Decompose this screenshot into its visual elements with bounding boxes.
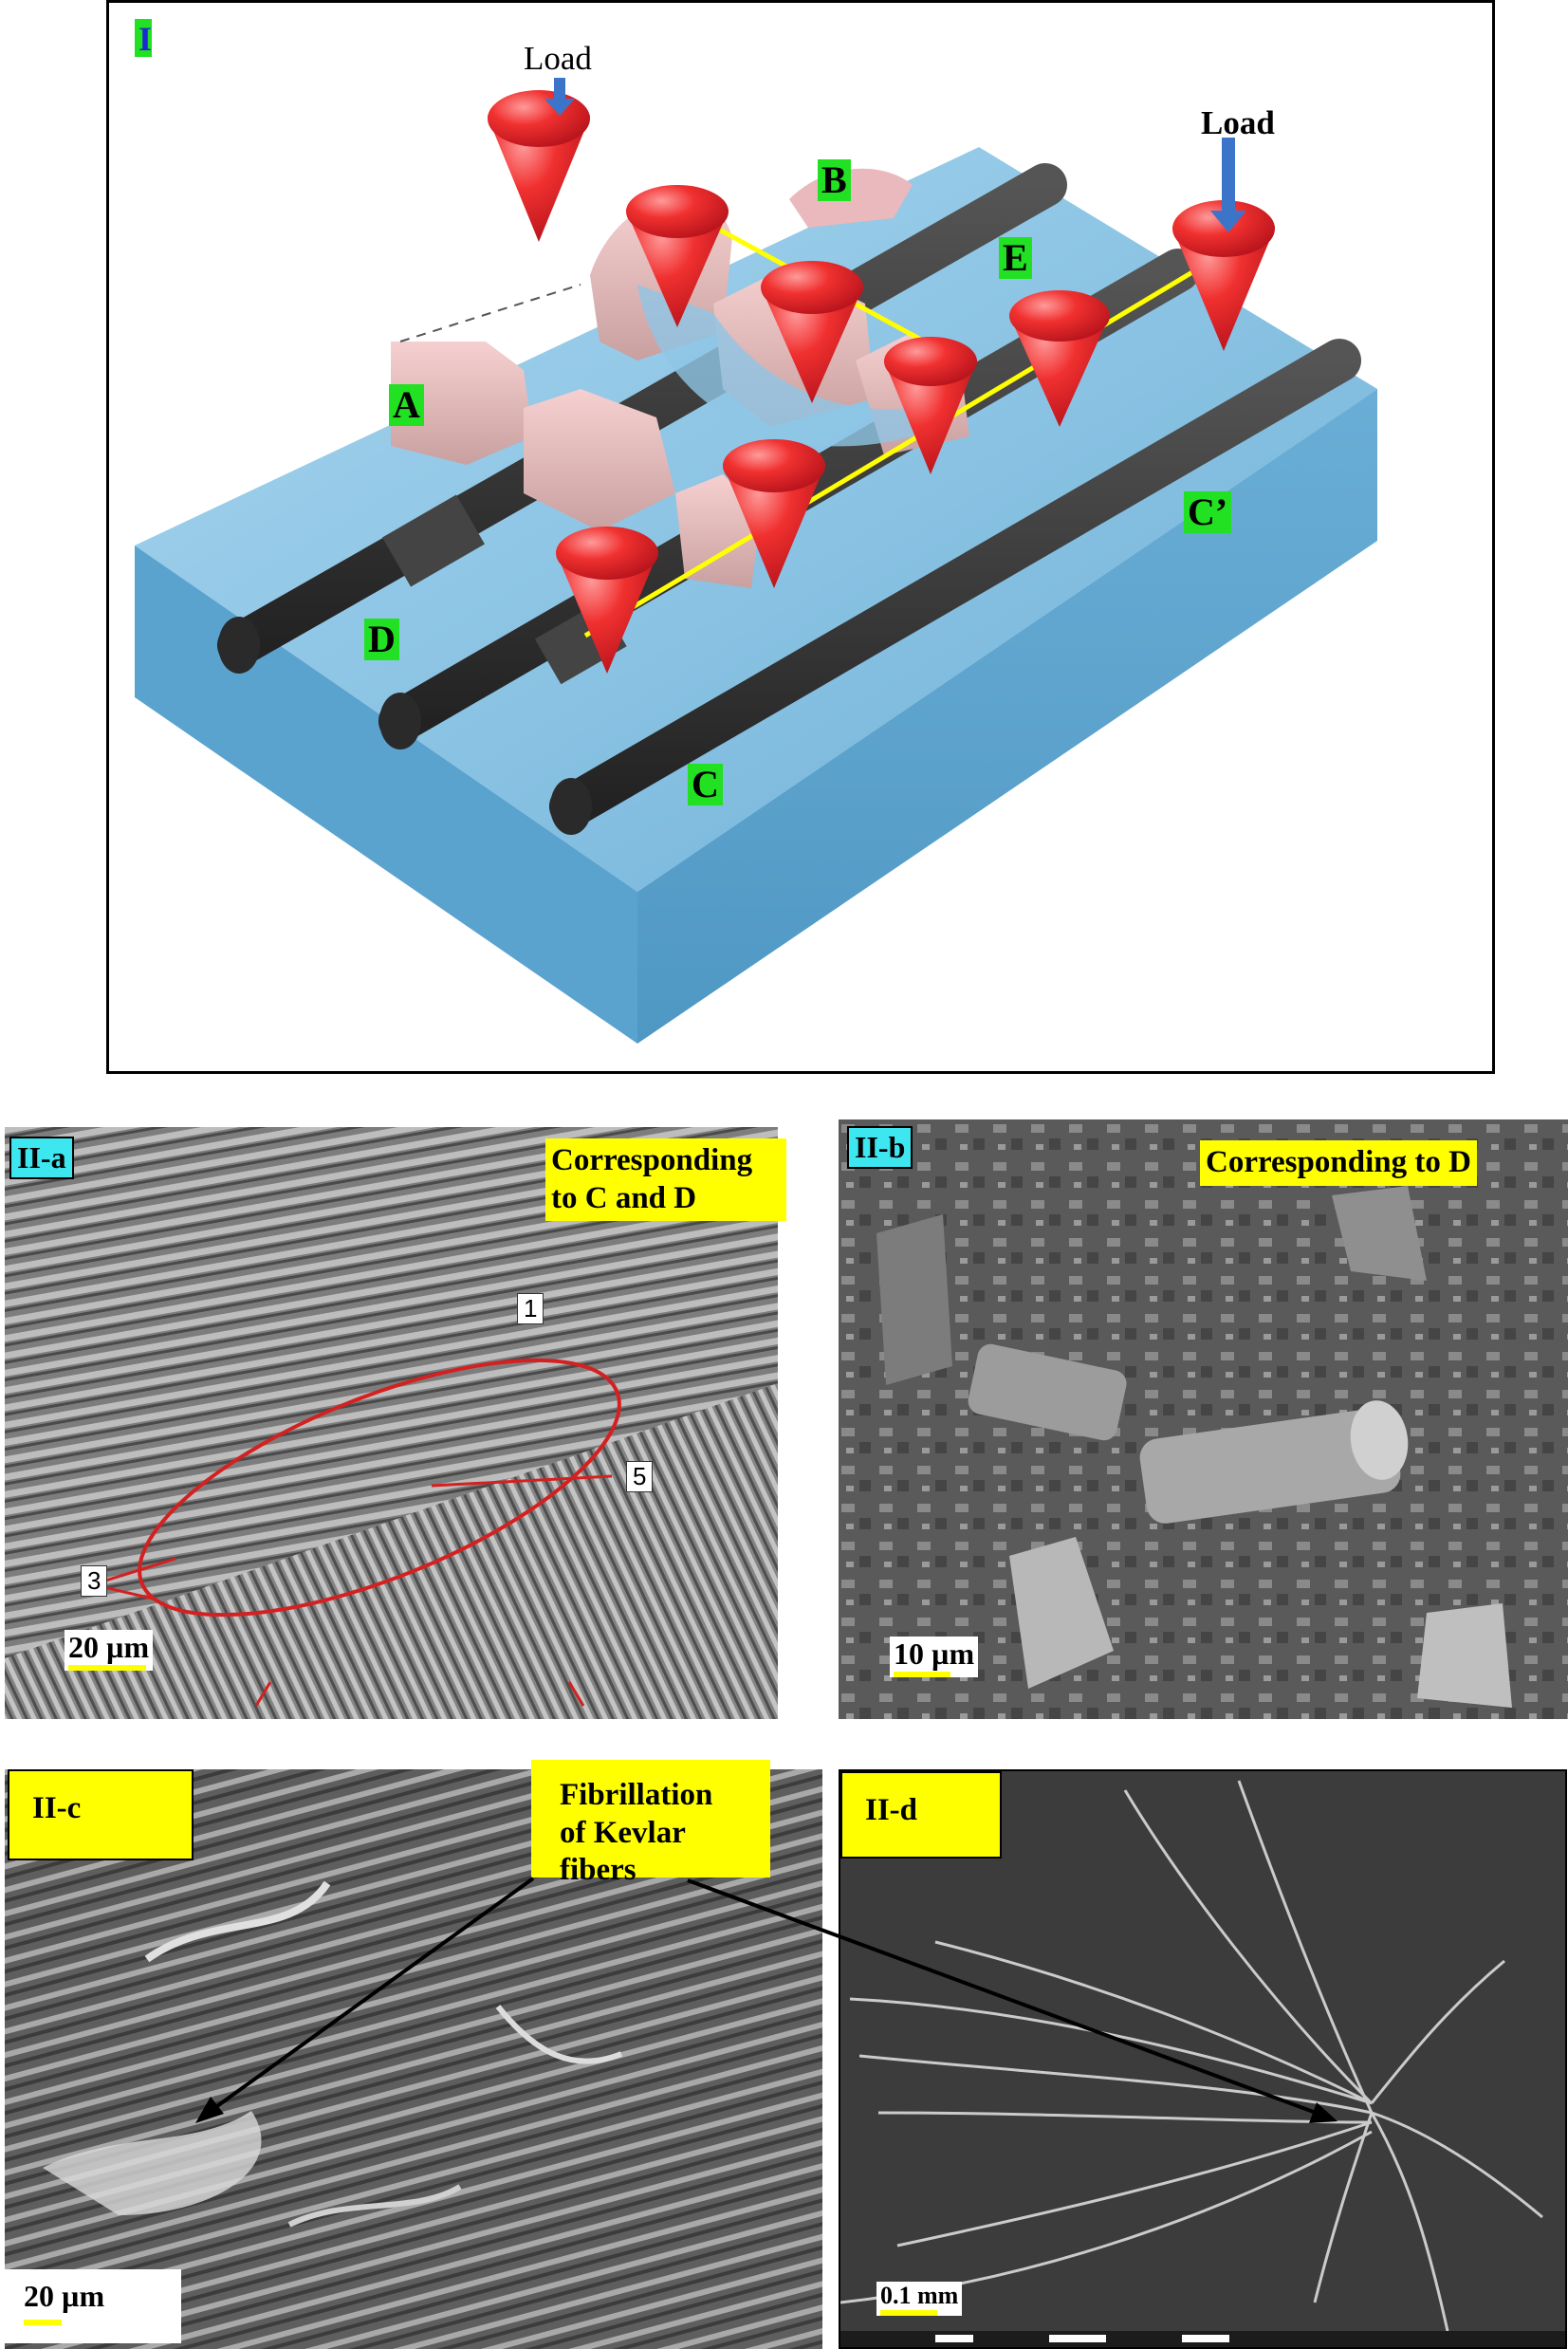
matrix-front-face [135,546,637,1044]
sem-image-IIa [5,1127,778,1719]
annotation-number-5: 5 [626,1461,654,1492]
scale-text-IId: 0.1 mm [880,2282,959,2309]
scale-line-IIb [894,1672,950,1677]
scale-line-IIc [24,2320,62,2325]
fibrillation-callout: Fibrillation of Kevlar fibers [531,1760,770,1887]
load-label-left: Load [524,40,592,77]
panel-IIc-label: II-c [8,1769,194,1860]
marker-C-prime: C’ [1184,491,1232,533]
marker-D: D [364,619,399,660]
panel-IId-label: II-d [840,1771,1002,1859]
marker-C: C [688,764,723,805]
scale-text-IIc: 20 µm [24,2279,105,2313]
panel-IIb-label: II-b [847,1126,913,1169]
panel-IIa-label: II-a [9,1137,74,1179]
scale-line-IId [880,2310,937,2316]
annotation-number-1: 1 [517,1293,544,1324]
matrix-side-face [637,389,1377,1044]
panel-IIa-caption: Corresponding to C and D [545,1138,786,1222]
scale-bar-IId: 0.1 mm [876,2282,963,2316]
marker-E: E [999,237,1032,279]
wear-mechanism-illustration [135,78,1377,1044]
scale-line-IIa [68,1665,146,1671]
marker-B: B [818,159,851,201]
marker-A: A [389,384,424,426]
panel-I-label: I [135,19,152,58]
annotation-number-3: 3 [81,1565,108,1597]
sem-image-IIb [839,1119,1568,1719]
load-label-right: Load [1201,104,1275,141]
scale-bar-IIa: 20 µm [65,1630,154,1671]
load-arrows [544,78,1246,232]
panel-IIb-caption: Corresponding to D [1200,1140,1477,1186]
scale-bar-IIc: 20 µm [5,2269,181,2343]
scale-text-IIa: 20 µm [68,1630,150,1664]
scale-bar-IIb: 10 µm [890,1637,979,1677]
scale-text-IIb: 10 µm [894,1637,975,1671]
indenters [488,90,1275,674]
